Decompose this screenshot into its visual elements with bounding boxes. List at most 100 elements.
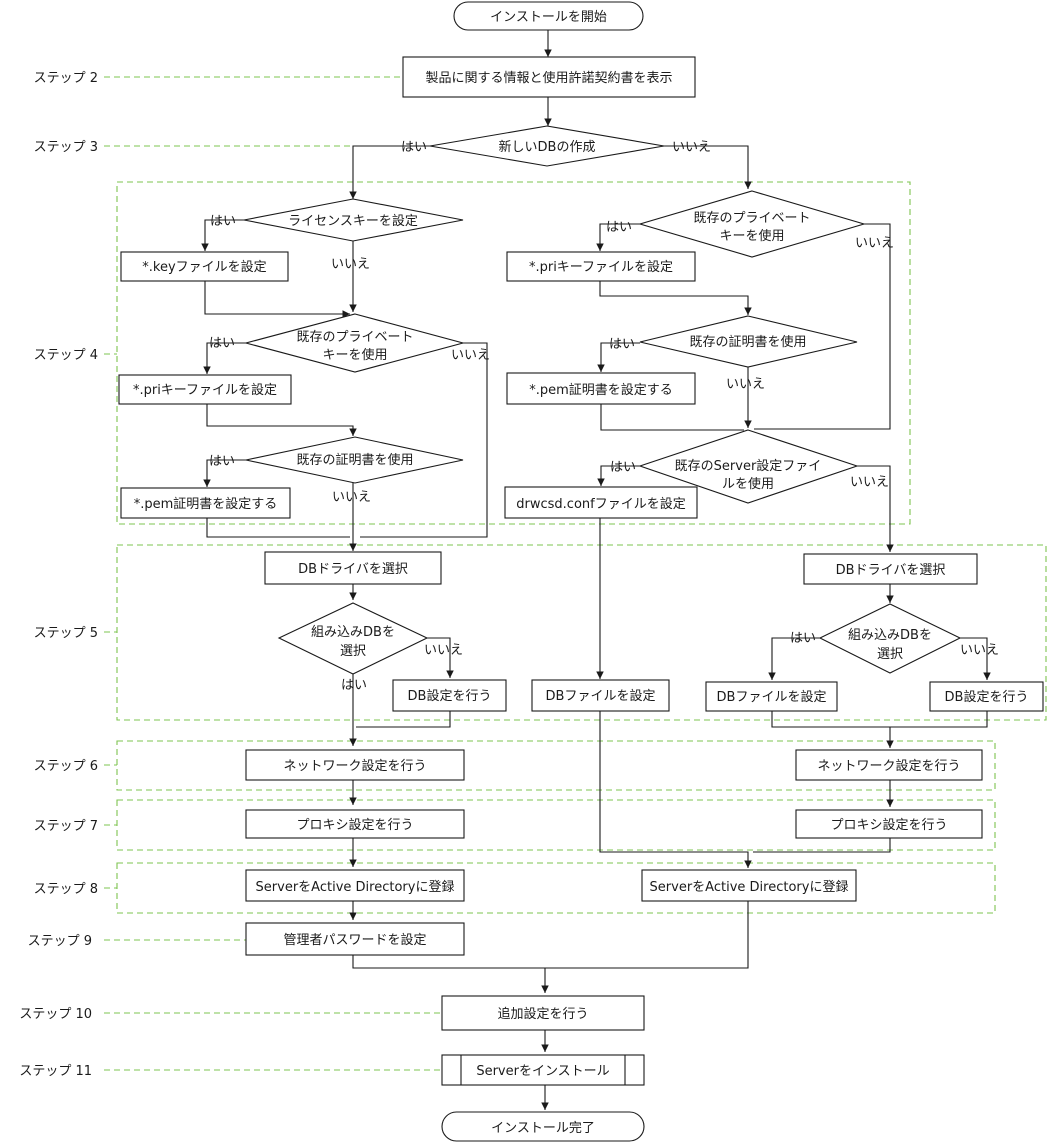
license-key-label: ライセンスキーを設定 bbox=[288, 213, 418, 229]
additional-settings-label: 追加設定を行う bbox=[497, 1006, 588, 1022]
install-server-subprocess: Serverをインストール bbox=[441, 1054, 645, 1086]
drwcsd-conf-label: drwcsd.confファイルを設定 bbox=[516, 496, 685, 512]
db-file-process-middle: DBファイルを設定 bbox=[531, 679, 670, 712]
label-no: いいえ bbox=[332, 490, 371, 505]
step-7-label: ステップ 7 bbox=[34, 819, 98, 834]
existing-cert-label: 既存の証明書を使用 bbox=[296, 452, 413, 468]
key-file-label: *.keyファイルを設定 bbox=[142, 259, 266, 275]
label-yes: はい bbox=[610, 460, 636, 475]
network-label: ネットワーク設定を行う bbox=[817, 758, 960, 774]
network-process-left: ネットワーク設定を行う bbox=[245, 749, 465, 781]
pem-cert-label: *.pem証明書を設定する bbox=[134, 496, 278, 512]
existing-server-conf-decision: 既存のServer設定ファイ ルを使用 bbox=[638, 429, 859, 504]
db-file-label: DBファイルを設定 bbox=[546, 688, 656, 704]
label-yes: はい bbox=[341, 678, 367, 693]
product-info-process: 製品に関する情報と使用許諾契約書を表示 bbox=[402, 56, 696, 98]
db-settings-process-right: DB設定を行う bbox=[929, 681, 1044, 712]
start-terminator: インストールを開始 bbox=[453, 1, 644, 31]
step-5-label: ステップ 5 bbox=[34, 626, 98, 641]
db-settings-process-left: DB設定を行う bbox=[392, 679, 507, 712]
label-no: いいえ bbox=[331, 257, 370, 272]
existing-cert-label: 既存の証明書を使用 bbox=[689, 334, 806, 350]
label-no: いいえ bbox=[726, 377, 765, 392]
drwcsd-conf-process: drwcsd.confファイルを設定 bbox=[504, 486, 698, 519]
finish-terminator: インストール完了 bbox=[441, 1111, 645, 1142]
label-yes: はい bbox=[209, 454, 235, 469]
existing-cert-decision-right: 既存の証明書を使用 bbox=[639, 315, 858, 368]
step-frames bbox=[116, 181, 1047, 914]
existing-private-key-label: キーを使用 bbox=[719, 228, 784, 244]
finish-label: インストール完了 bbox=[491, 1121, 595, 1136]
ad-register-process-left: ServerをActive Directoryに登録 bbox=[245, 869, 465, 902]
proxy-label: プロキシ設定を行う bbox=[830, 817, 947, 833]
step-10-label: ステップ 10 bbox=[19, 1007, 92, 1022]
db-driver-process-right: DBドライバを選択 bbox=[803, 553, 978, 585]
new-db-label: 新しいDBの作成 bbox=[499, 139, 596, 155]
proxy-label: プロキシ設定を行う bbox=[296, 817, 413, 833]
product-info-label: 製品に関する情報と使用許諾契約書を表示 bbox=[425, 70, 672, 86]
step-labels: ステップ 2 ステップ 3 ステップ 4 ステップ 5 ステップ 6 ステップ … bbox=[19, 71, 98, 1079]
start-label: インストールを開始 bbox=[490, 10, 607, 25]
label-yes: はい bbox=[606, 220, 632, 235]
embedded-db-decision-right: 組み込みDBを 選択 bbox=[818, 603, 962, 674]
existing-private-key-label: 既存のプライベート bbox=[296, 330, 413, 345]
label-no: いいえ bbox=[451, 348, 490, 363]
step4-frame bbox=[116, 181, 911, 525]
step-leaders bbox=[104, 76, 442, 1071]
license-key-decision: ライセンスキーを設定 bbox=[243, 198, 464, 242]
embedded-db-decision-left: 組み込みDBを 選択 bbox=[277, 602, 429, 675]
pri-file-label: *.priキーファイルを設定 bbox=[529, 259, 673, 275]
existing-private-key-label: 既存のプライベート bbox=[693, 211, 810, 226]
label-yes: はい bbox=[401, 140, 427, 155]
step-2-label: ステップ 2 bbox=[34, 71, 98, 86]
step-3-label: ステップ 3 bbox=[34, 140, 98, 155]
embedded-db-label: 選択 bbox=[340, 644, 366, 659]
additional-settings-process: 追加設定を行う bbox=[441, 995, 645, 1031]
install-server-label: Serverをインストール bbox=[476, 1064, 609, 1079]
pri-file-process-left: *.priキーファイルを設定 bbox=[118, 374, 292, 405]
db-driver-process-left: DBドライバを選択 bbox=[264, 551, 442, 585]
network-process-right: ネットワーク設定を行う bbox=[795, 749, 983, 781]
embedded-db-label: 選択 bbox=[877, 647, 903, 662]
ad-register-label: ServerをActive Directoryに登録 bbox=[650, 880, 849, 895]
ad-register-label: ServerをActive Directoryに登録 bbox=[256, 880, 455, 895]
pem-cert-process-left: *.pem証明書を設定する bbox=[120, 487, 291, 519]
label-no: いいえ bbox=[960, 643, 999, 658]
existing-server-conf-label: 既存のServer設定ファイ bbox=[675, 458, 822, 474]
step6-frame bbox=[116, 740, 996, 791]
label-no: いいえ bbox=[850, 475, 889, 490]
key-file-process: *.keyファイルを設定 bbox=[120, 251, 289, 282]
label-no: いいえ bbox=[672, 140, 711, 155]
step-6-label: ステップ 6 bbox=[34, 759, 98, 774]
step-11-label: ステップ 11 bbox=[19, 1064, 92, 1079]
branch-labels: はい いいえ はい いいえ はい いいえ はい いいえ はい いいえ はい いい… bbox=[209, 140, 999, 693]
embedded-db-label: 組み込みDBを bbox=[311, 625, 395, 640]
step-8-label: ステップ 8 bbox=[34, 882, 98, 897]
embedded-db-label: 組み込みDBを bbox=[848, 628, 932, 643]
pem-cert-process-right: *.pem証明書を設定する bbox=[506, 372, 696, 405]
admin-password-process: 管理者パスワードを設定 bbox=[245, 922, 465, 956]
ad-register-process-right: ServerをActive Directoryに登録 bbox=[641, 869, 857, 902]
label-yes: はい bbox=[210, 214, 236, 229]
existing-private-key-decision-left: 既存のプライベート キーを使用 bbox=[243, 313, 466, 373]
existing-cert-decision-left: 既存の証明書を使用 bbox=[245, 436, 464, 484]
admin-password-label: 管理者パスワードを設定 bbox=[283, 932, 426, 948]
label-no: いいえ bbox=[855, 236, 894, 251]
pem-cert-label: *.pem証明書を設定する bbox=[529, 382, 673, 398]
db-file-label: DBファイルを設定 bbox=[717, 689, 827, 705]
new-db-decision: 新しいDBの作成 bbox=[429, 125, 665, 167]
pri-file-label: *.priキーファイルを設定 bbox=[133, 382, 277, 398]
step-9-label: ステップ 9 bbox=[28, 934, 92, 949]
connectors bbox=[201, 30, 991, 1110]
db-driver-label: DBドライバを選択 bbox=[836, 563, 946, 578]
existing-server-conf-label: ルを使用 bbox=[722, 476, 774, 492]
pri-file-process-right: *.priキーファイルを設定 bbox=[506, 251, 696, 282]
label-yes: はい bbox=[209, 336, 235, 351]
network-label: ネットワーク設定を行う bbox=[283, 758, 426, 774]
proxy-process-left: プロキシ設定を行う bbox=[245, 809, 465, 839]
db-settings-label: DB設定を行う bbox=[945, 689, 1029, 705]
label-yes: はい bbox=[790, 631, 816, 646]
proxy-process-right: プロキシ設定を行う bbox=[795, 809, 983, 839]
label-no: いいえ bbox=[424, 643, 463, 658]
